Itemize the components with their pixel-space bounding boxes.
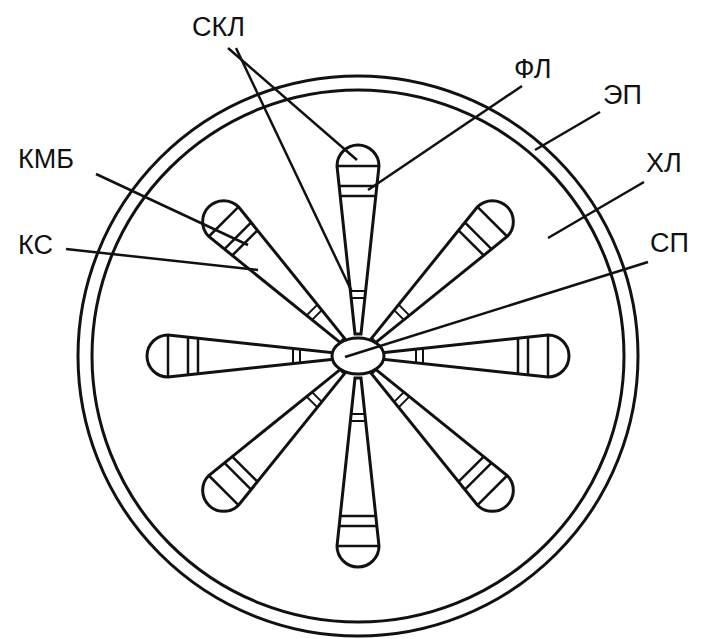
part-label: ЭП xyxy=(603,82,642,109)
part-label: СКЛ xyxy=(192,14,245,41)
part-label: КМБ xyxy=(18,146,74,173)
pith xyxy=(332,338,384,374)
part-label: ХЛ xyxy=(646,150,682,177)
inner-epidermis xyxy=(92,90,624,622)
leader-lines xyxy=(66,48,648,357)
outer-epidermis xyxy=(78,76,638,636)
part-label: СП xyxy=(650,230,689,257)
part-label: ФЛ xyxy=(514,56,551,83)
part-label: КС xyxy=(18,232,53,259)
vascular-bundles xyxy=(147,145,569,567)
